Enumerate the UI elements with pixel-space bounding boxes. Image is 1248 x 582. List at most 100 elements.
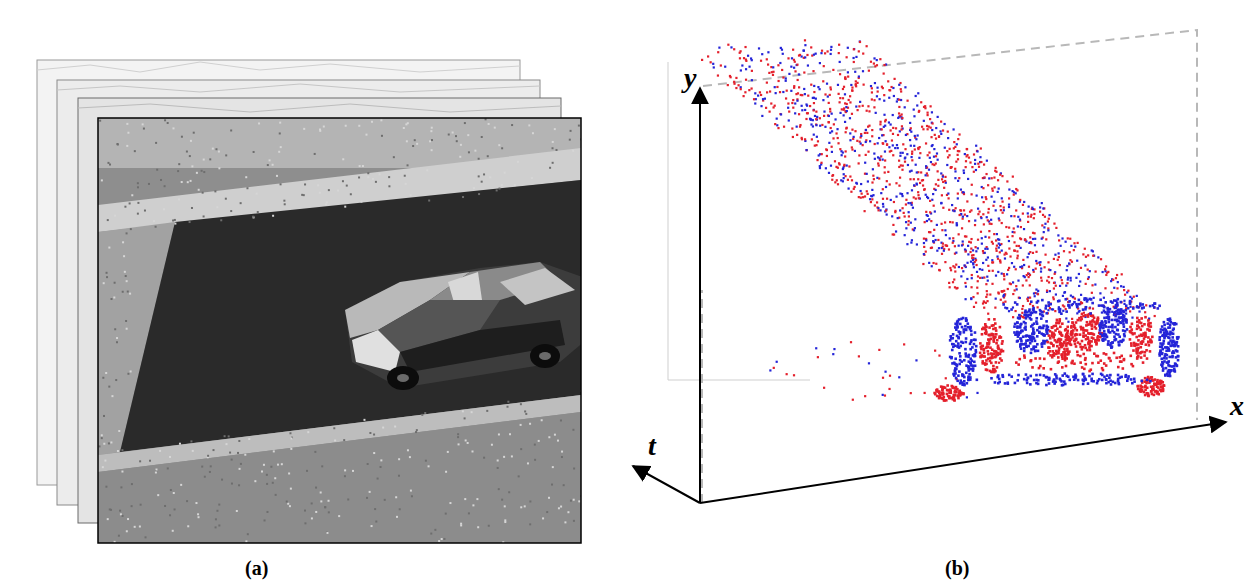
texture-dot — [407, 122, 409, 124]
texture-dot — [127, 132, 129, 134]
event-dot — [947, 156, 949, 158]
event-dot — [1065, 308, 1067, 310]
event-dot — [813, 109, 815, 111]
event-dot — [794, 102, 796, 104]
event-dot — [804, 39, 806, 41]
event-dot — [913, 178, 915, 180]
event-dot — [1026, 298, 1028, 300]
event-dot — [807, 95, 809, 97]
texture-dot — [118, 430, 120, 432]
texture-dot — [126, 280, 128, 282]
texture-dot — [416, 143, 418, 145]
event-dot — [966, 148, 968, 150]
event-dot — [998, 217, 1000, 219]
event-dot — [878, 157, 880, 159]
event-dot — [901, 169, 903, 171]
event-dot — [922, 128, 924, 130]
texture-dot — [343, 439, 345, 441]
event-dot — [1088, 276, 1090, 278]
event-dot — [915, 164, 917, 166]
event-dot — [1048, 276, 1050, 278]
event-dot — [720, 64, 722, 66]
event-dot — [957, 192, 959, 194]
texture-dot — [105, 486, 107, 488]
event-dot — [982, 213, 984, 215]
event-dot — [981, 277, 983, 279]
event-dot — [1060, 245, 1062, 247]
event-dot — [1029, 274, 1031, 276]
texture-dot — [430, 130, 432, 132]
event-dot — [860, 183, 862, 185]
event-dot — [1092, 250, 1094, 252]
texture-dot — [167, 122, 169, 124]
event-dot — [1009, 255, 1011, 257]
event-dot — [972, 296, 974, 298]
event-dot — [995, 274, 997, 276]
event-dot — [859, 41, 861, 43]
texture-dot — [198, 189, 200, 191]
texture-dot — [328, 511, 330, 513]
event-dot — [967, 178, 969, 180]
event-dot — [1017, 225, 1019, 227]
texture-dot — [245, 540, 247, 542]
event-dot — [876, 59, 878, 61]
texture-dot — [561, 451, 563, 453]
event-dot — [937, 159, 939, 161]
event-dot — [753, 98, 755, 100]
event-dot — [842, 151, 844, 153]
event-dot — [1082, 253, 1084, 255]
event-dot — [1092, 308, 1094, 310]
event-dot — [938, 136, 940, 138]
event-dot — [775, 92, 777, 94]
texture-dot — [488, 123, 490, 125]
texture-dot — [103, 282, 105, 284]
event-dot — [1035, 251, 1037, 253]
event-dot — [883, 64, 885, 66]
event-dot — [785, 77, 787, 79]
texture-dot — [520, 403, 522, 405]
event-dot — [944, 229, 946, 231]
event-dot — [843, 109, 845, 111]
event-dot — [854, 130, 856, 132]
texture-dot — [186, 500, 188, 502]
event-dot — [900, 116, 902, 118]
event-dot — [999, 259, 1001, 261]
event-dot — [796, 64, 798, 66]
event-dot — [948, 154, 950, 156]
event-dot — [995, 209, 997, 211]
event-dot — [841, 154, 843, 156]
event-dot — [846, 127, 848, 129]
event-dot — [831, 151, 833, 153]
texture-dot — [221, 479, 223, 481]
event-dot — [1007, 269, 1009, 271]
event-dot — [957, 158, 959, 160]
event-dot — [964, 248, 966, 250]
texture-dot — [464, 122, 466, 124]
event-dot — [767, 51, 769, 53]
texture-dot — [246, 187, 248, 189]
event-dot — [869, 140, 871, 142]
event-dot — [1011, 235, 1013, 237]
event-dot — [1032, 269, 1034, 271]
event-dot — [823, 115, 825, 117]
event-dot — [844, 78, 846, 80]
event-dot — [997, 258, 999, 260]
texture-dot — [508, 491, 510, 493]
event-dot — [834, 160, 836, 162]
event-dot — [970, 238, 972, 240]
event-dot — [913, 196, 915, 198]
event-dot — [748, 66, 750, 68]
texture-dot — [393, 156, 395, 158]
event-dot — [1008, 267, 1010, 269]
event-dot — [810, 46, 812, 48]
event-dot — [952, 221, 954, 223]
event-dot — [1032, 208, 1034, 210]
event-dot — [819, 165, 821, 167]
texture-dot — [399, 508, 401, 510]
texture-dot — [116, 337, 118, 339]
event-dot — [983, 163, 985, 165]
event-dot — [955, 252, 957, 254]
event-dot — [1080, 294, 1082, 296]
event-dot — [949, 267, 951, 269]
event-dot — [1024, 239, 1026, 241]
